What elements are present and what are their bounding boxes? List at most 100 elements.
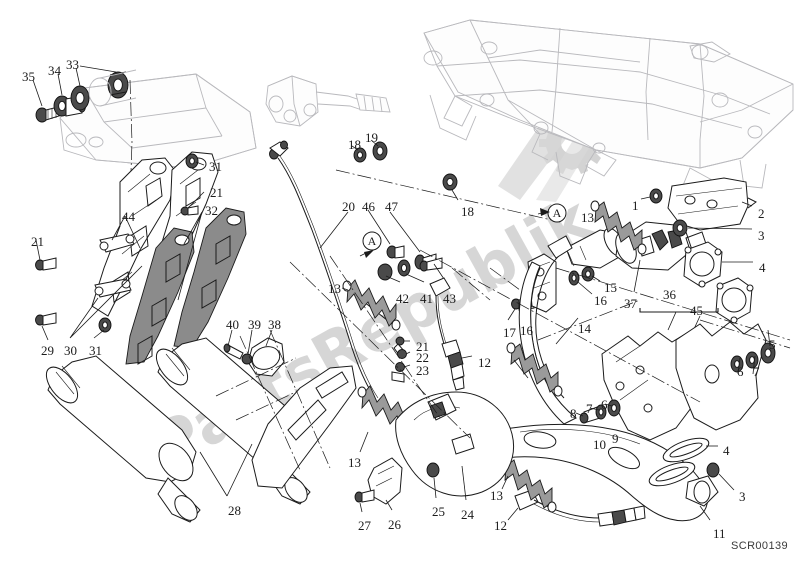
diagram-code-label: SCR00139 [730, 540, 788, 552]
callout-24: 24 [461, 507, 474, 522]
section-marker-a-1: A [359, 231, 382, 258]
part-5-6-7-hardware [730, 342, 776, 373]
callout-40: 40 [226, 317, 239, 332]
group-heat-shields [35, 151, 247, 365]
callout-42: 42 [396, 291, 409, 306]
motorcycle-frame-ghost [59, 19, 794, 199]
callout-18-a: 18 [348, 137, 361, 152]
group-center-exhaust [265, 75, 791, 527]
part-3-nut-b [706, 462, 720, 478]
callout-34: 34 [48, 63, 61, 78]
part-13-spring-a [342, 279, 401, 331]
callout-43: 43 [443, 291, 456, 306]
section-marker-a-2: A [537, 203, 567, 223]
part-46-bolt [386, 245, 405, 259]
part-20-cable-end [269, 140, 289, 160]
callout-20: 20 [342, 199, 355, 214]
callout-6-b: 6 [601, 397, 608, 412]
callout-45: 45 [690, 303, 703, 318]
part-24-junction-pipe [395, 391, 514, 497]
callout-38: 38 [268, 317, 281, 332]
part-abs-unit-ghost [265, 75, 391, 127]
callout-18-b: 18 [461, 204, 474, 219]
part-12-lambda-sensor-a [429, 277, 465, 391]
callout-11: 11 [713, 526, 726, 541]
callout-13-c: 13 [490, 488, 503, 503]
part-16-washer-b [568, 270, 580, 286]
callout-10: 10 [593, 437, 606, 452]
callout-22: 22 [416, 350, 429, 365]
part-12-lambda-sensor-b [514, 489, 646, 527]
group-pivot-hardware [32, 65, 137, 201]
part-41-washer [397, 259, 411, 277]
callout-39: 39 [248, 317, 261, 332]
part-26-bracket [367, 457, 403, 505]
callout-4-a: 4 [759, 260, 766, 275]
callout-9: 9 [612, 431, 619, 446]
callout-7-a: 7 [753, 364, 760, 379]
group-center-shield [239, 329, 357, 489]
callout-4-b: 4 [723, 443, 730, 458]
section-marker-label: A [553, 206, 562, 220]
callout-21-c: 21 [416, 339, 429, 354]
part-4-gasket-lower [648, 437, 710, 487]
callout-25: 25 [432, 504, 445, 519]
part-42-nut [377, 263, 393, 281]
callout-33: 33 [66, 57, 79, 72]
part-43-stud [419, 257, 443, 272]
callout-6-a: 6 [737, 364, 744, 379]
callout-29: 29 [41, 343, 54, 358]
part-11-collector [465, 423, 719, 522]
callout-13-a: 13 [328, 281, 341, 296]
part-2-heat-shield [667, 177, 757, 231]
part-28-muffler-rear [45, 355, 201, 523]
part-21-screw-b [35, 257, 57, 271]
callout-31-b: 31 [89, 343, 102, 358]
callout-37: 37 [624, 296, 637, 311]
part-7-washer [595, 404, 607, 420]
callout-30: 30 [64, 343, 77, 358]
section-marker-label: A [368, 234, 377, 248]
callout-16-a: 16 [594, 293, 607, 308]
part-6-nut [607, 399, 621, 417]
callout-14: 14 [578, 321, 591, 336]
callout-13-b: 13 [348, 455, 361, 470]
callout-35: 35 [22, 69, 35, 84]
part-38-bracket [247, 337, 285, 377]
part-27-screw [354, 489, 375, 503]
callout-27: 27 [358, 518, 371, 533]
part-18-grommet-b [442, 173, 458, 191]
callout-36: 36 [663, 287, 676, 302]
callout-3-a: 3 [758, 228, 765, 243]
callout-26: 26 [388, 517, 401, 532]
callout-7-b: 7 [586, 401, 593, 416]
callout-5: 5 [769, 337, 776, 352]
callout-21-b: 21 [31, 234, 44, 249]
callout-16-b: 16 [520, 323, 533, 338]
part-31-nut-top [185, 153, 199, 169]
callout-8: 8 [570, 406, 577, 421]
callout-2: 2 [758, 206, 765, 221]
callout-23: 23 [416, 363, 429, 378]
part-21-screw-a [180, 205, 199, 216]
part-3-nut-a [672, 219, 688, 237]
part-40-screw [223, 343, 244, 360]
callout-13-d: 13 [581, 210, 594, 225]
part-31-nut-bottom [98, 317, 112, 333]
callout-47: 47 [385, 199, 398, 214]
part-25-nut [426, 462, 440, 478]
callout-46: 46 [362, 199, 375, 214]
part-4-gasket-b [715, 277, 754, 324]
part-1-nut [649, 188, 663, 204]
callout-12-a: 12 [478, 355, 491, 370]
callout-41: 41 [420, 291, 433, 306]
callout-32: 32 [205, 203, 218, 218]
callout-28: 28 [228, 503, 241, 518]
callout-12-b: 12 [494, 518, 507, 533]
callout-21-a: 21 [210, 185, 223, 200]
part-18-grommet-a [353, 147, 367, 163]
callout-15: 15 [604, 280, 617, 295]
part-15-nut [581, 266, 595, 282]
